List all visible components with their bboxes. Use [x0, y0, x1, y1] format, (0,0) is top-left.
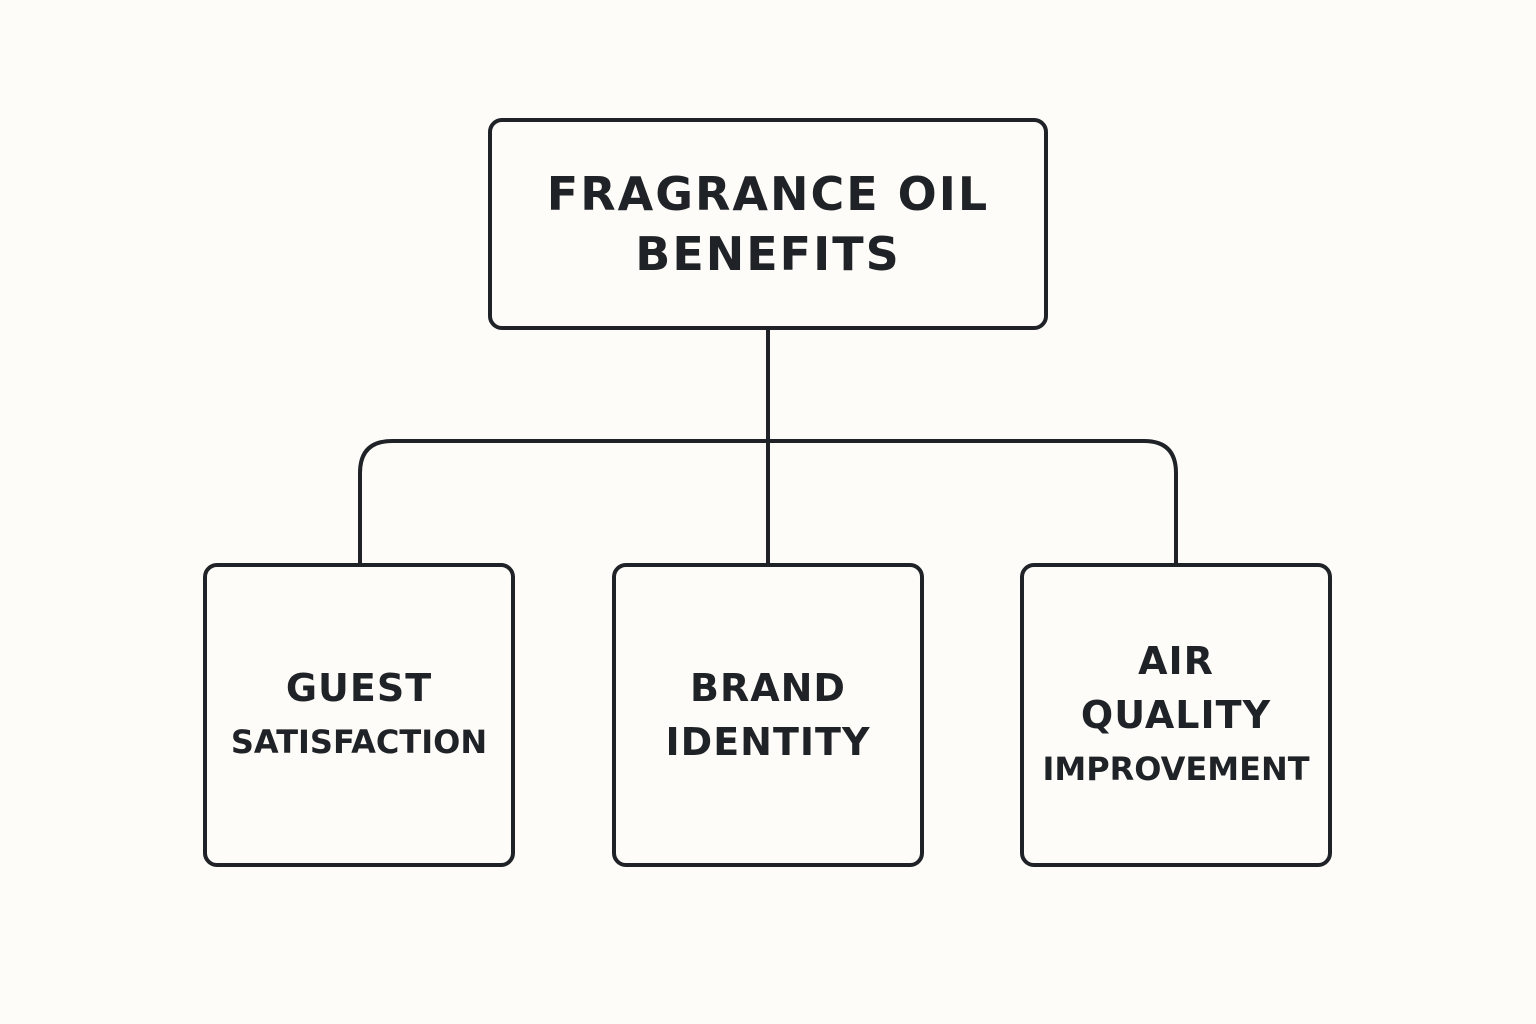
child-2-line-1: BRAND: [690, 666, 846, 710]
branch-line: [358, 439, 1178, 563]
root-node: FRAGRANCE OIL BENEFITS: [488, 118, 1048, 330]
child-3-line-1: AIR: [1138, 639, 1214, 683]
child-3-line-3: IMPROVEMENT: [1042, 750, 1310, 788]
child-node-air-quality-improvement: AIR QUALITY IMPROVEMENT: [1020, 563, 1332, 867]
child-node-brand-identity: BRAND IDENTITY: [612, 563, 924, 867]
child-1-line-2: SATISFACTION: [230, 723, 488, 761]
root-title-line-1: FRAGRANCE OIL: [546, 167, 990, 221]
child-2-line-2: IDENTITY: [665, 720, 871, 764]
child-1-line-1: GUEST: [285, 666, 433, 710]
root-title-line-2: BENEFITS: [635, 227, 901, 281]
child-3-line-2: QUALITY: [1080, 693, 1272, 737]
child-node-guest-satisfaction: GUEST SATISFACTION: [203, 563, 515, 867]
